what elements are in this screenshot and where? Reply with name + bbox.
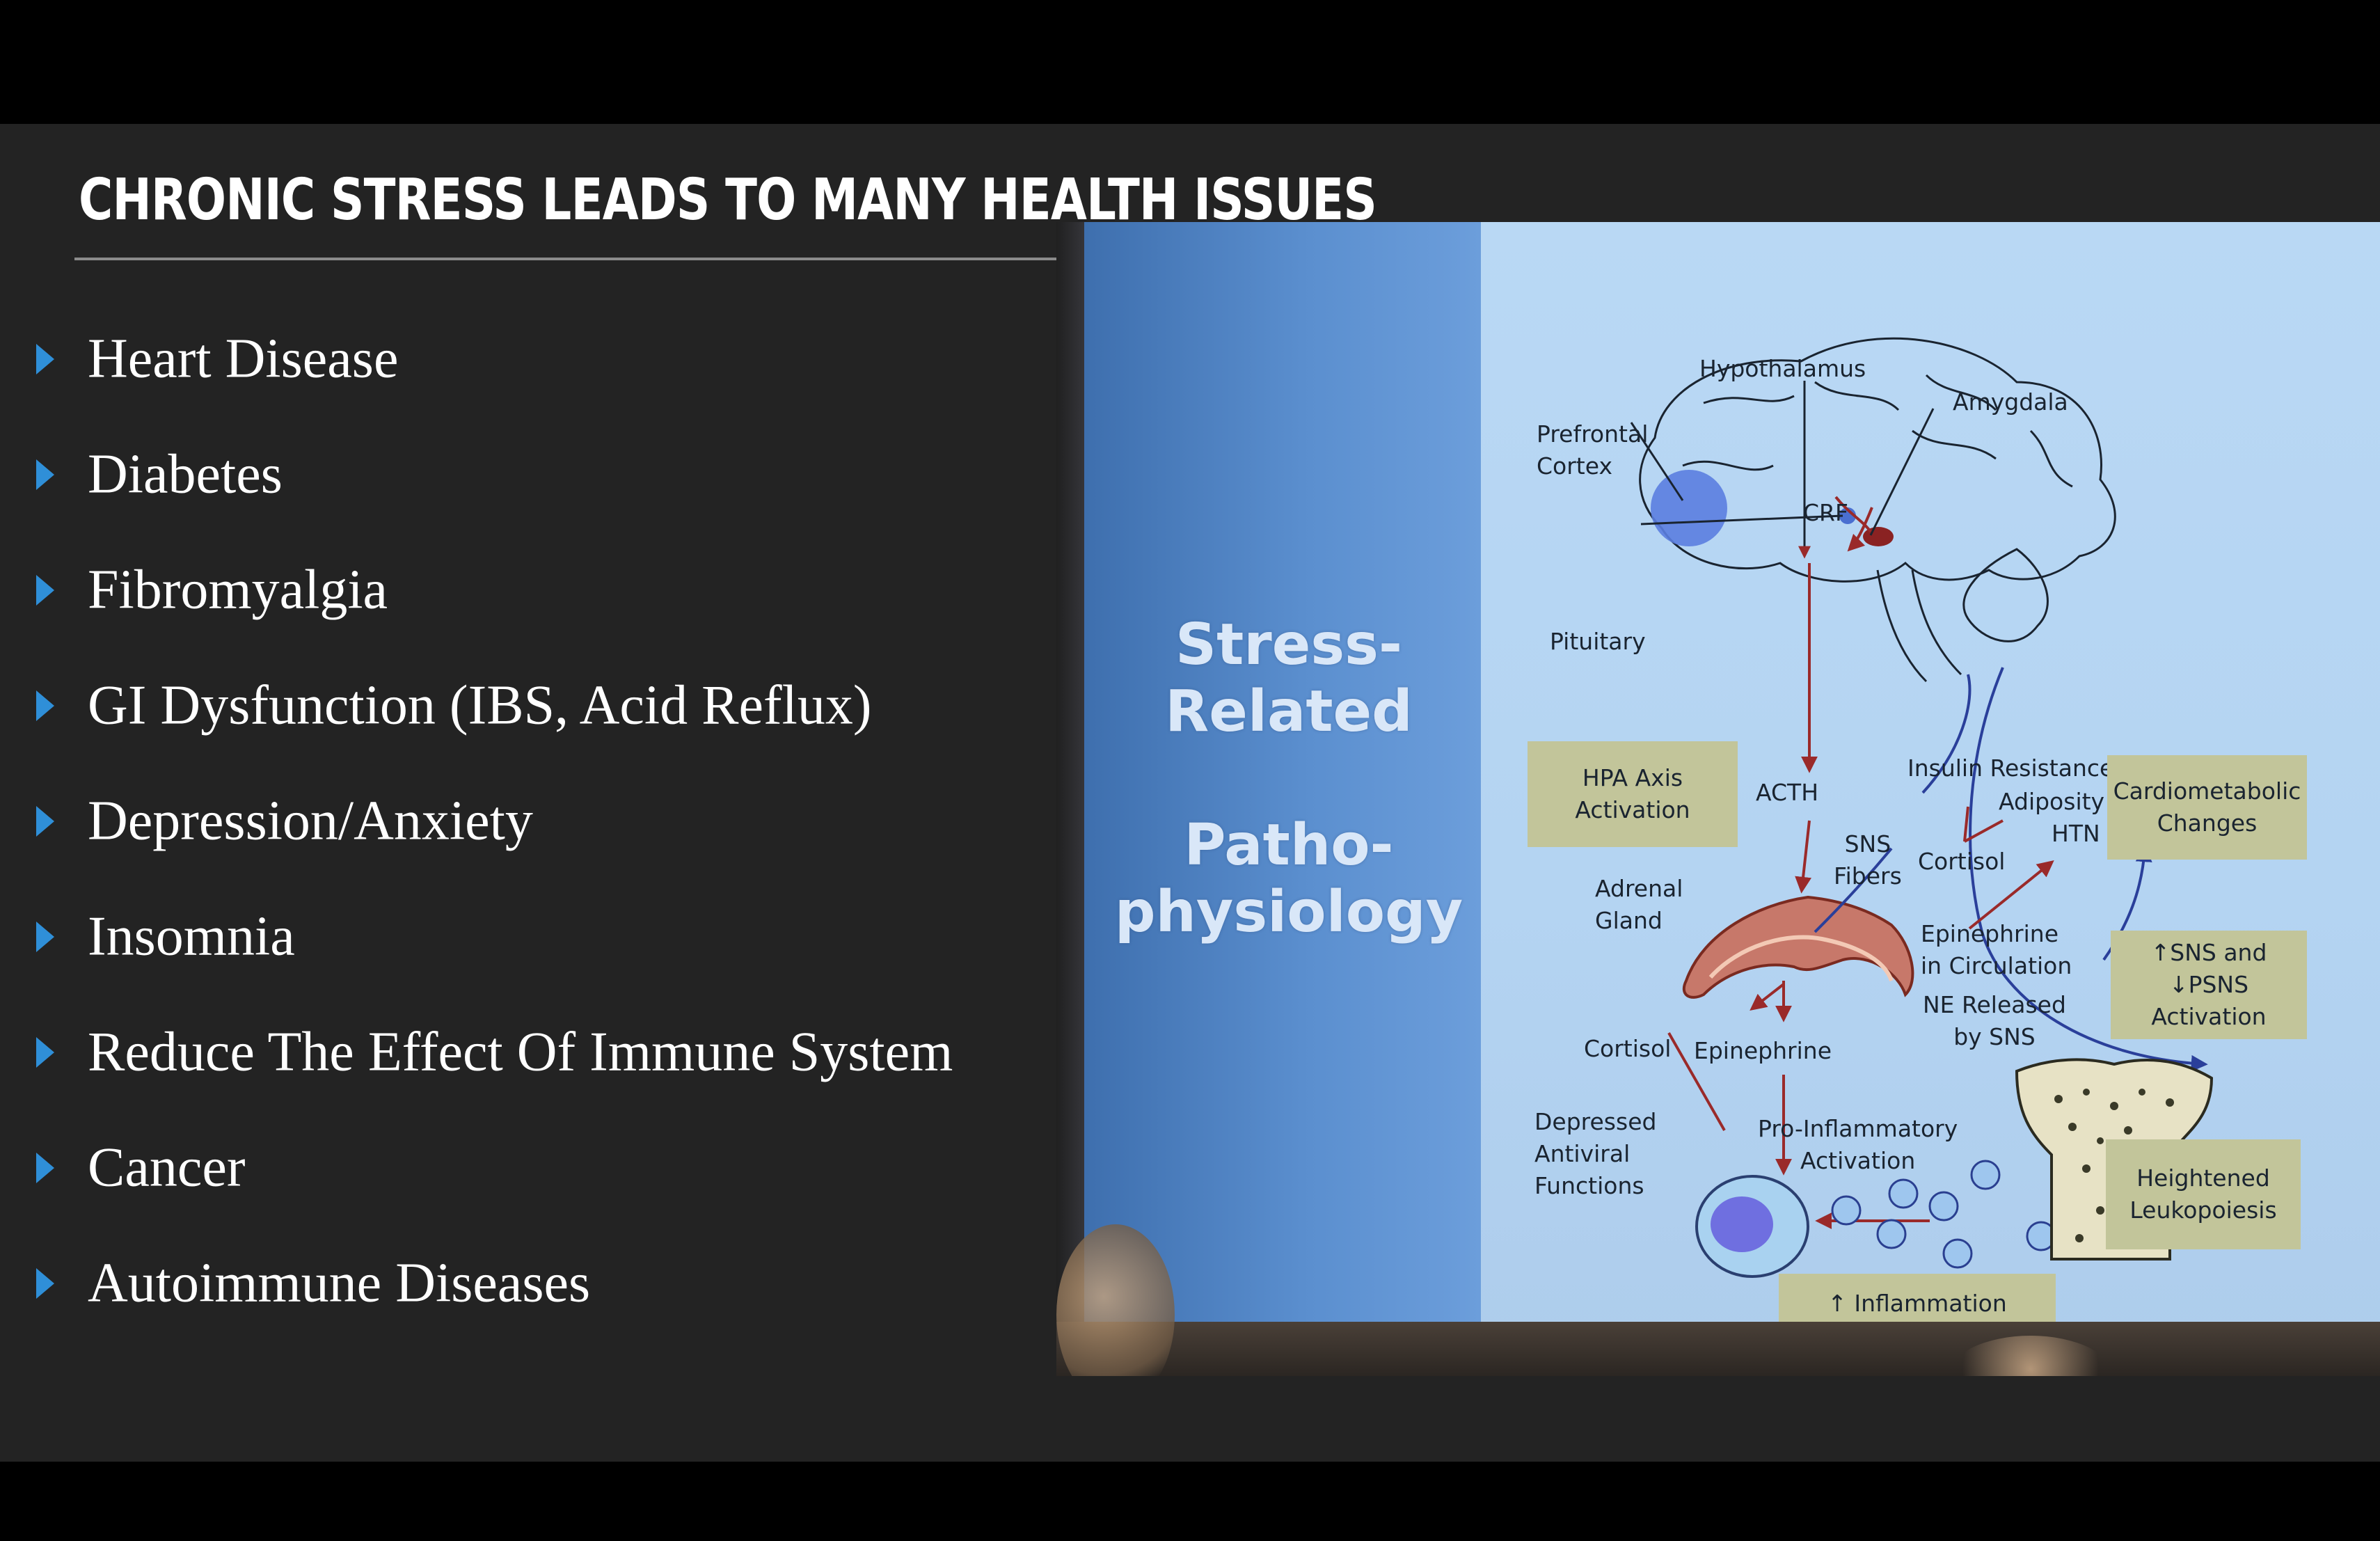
label-hypothalamus: Hypothalamus — [1699, 355, 1866, 382]
label-crf: CRF — [1803, 499, 1848, 526]
label-epinephrine-circulation: Epinephrine in Circulation — [1921, 920, 2072, 979]
label-epinephrine: Epinephrine — [1694, 1037, 1832, 1064]
pathophysiology-photo: Stress- Related Patho- physiology — [1056, 222, 2380, 1376]
bullet-text: Cancer — [88, 1137, 246, 1199]
bullet-text: Fibromyalgia — [88, 559, 388, 621]
bullet-text: Heart Disease — [88, 328, 399, 390]
photo-edge — [1056, 222, 1084, 1376]
brain-icon — [1639, 337, 2116, 683]
box-cardiometabolic-changes: Cardiometabolic Changes — [2107, 755, 2307, 860]
bullet-text: Depression/Anxiety — [88, 790, 533, 852]
label-ne-released: NE Released by SNS — [1923, 991, 2066, 1050]
bullet-arrow-icon — [36, 922, 54, 952]
label-adrenal-gland: Adrenal Gland — [1595, 875, 1683, 934]
box-hpa-axis-activation: HPA Axis Activation — [1528, 741, 1738, 847]
label-sns-fibers: SNS Fibers — [1834, 830, 1902, 890]
photo-floor-shadow — [1056, 1322, 2380, 1376]
bullet-arrow-icon — [36, 690, 54, 721]
bullet-arrow-icon — [36, 344, 54, 374]
bullet-arrow-icon — [36, 459, 54, 490]
bullet-arrow-icon — [36, 1153, 54, 1183]
label-insulin-resistance: Insulin Resistance — [1907, 754, 2114, 782]
label-adiposity: Adiposity — [1999, 788, 2105, 815]
box-heightened-leukopoiesis: Heightened Leukopoiesis — [2106, 1139, 2301, 1249]
photo-title-panel — [1084, 222, 1493, 1337]
label-pituitary: Pituitary — [1550, 628, 1646, 655]
label-cortisol-adrenal: Cortisol — [1584, 1035, 1672, 1062]
label-pro-inflammatory: Pro-Inflammatory Activation — [1758, 1115, 1958, 1174]
label-amygdala: Amygdala — [1953, 388, 2068, 416]
leukocyte-cluster-icon — [1831, 1160, 2056, 1269]
label-depressed-antiviral: Depressed Antiviral Functions — [1534, 1108, 1657, 1199]
bullet-arrow-icon — [36, 1268, 54, 1299]
label-cortisol-metabolic: Cortisol — [1918, 848, 2006, 875]
box-sns-psns-activation: ↑SNS and ↓PSNS Activation — [2111, 931, 2307, 1039]
adrenal-gland-icon — [1682, 895, 1914, 999]
bullet-arrow-icon — [36, 1037, 54, 1068]
immune-cell-icon — [1695, 1175, 1809, 1278]
audience-head — [1056, 1224, 1175, 1376]
label-prefrontal-cortex: Prefrontal Cortex — [1537, 420, 1649, 480]
prefrontal-region — [1651, 470, 1727, 546]
bullet-text: Diabetes — [88, 443, 283, 505]
label-htn: HTN — [2052, 820, 2100, 847]
label-acth: ACTH — [1756, 779, 1819, 806]
bullet-text: GI Dysfunction (IBS, Acid Reflux) — [88, 674, 872, 736]
bullet-arrow-icon — [36, 575, 54, 606]
bullet-text: Insomnia — [88, 906, 295, 967]
bullet-text: Reduce The Effect Of Immune System — [88, 1021, 953, 1083]
panel-heading-pathophysiology: Patho- physiology — [1114, 812, 1463, 945]
bullet-arrow-icon — [36, 806, 54, 837]
bullet-text: Autoimmune Diseases — [88, 1252, 591, 1314]
panel-heading-stress: Stress- Related — [1165, 612, 1413, 745]
